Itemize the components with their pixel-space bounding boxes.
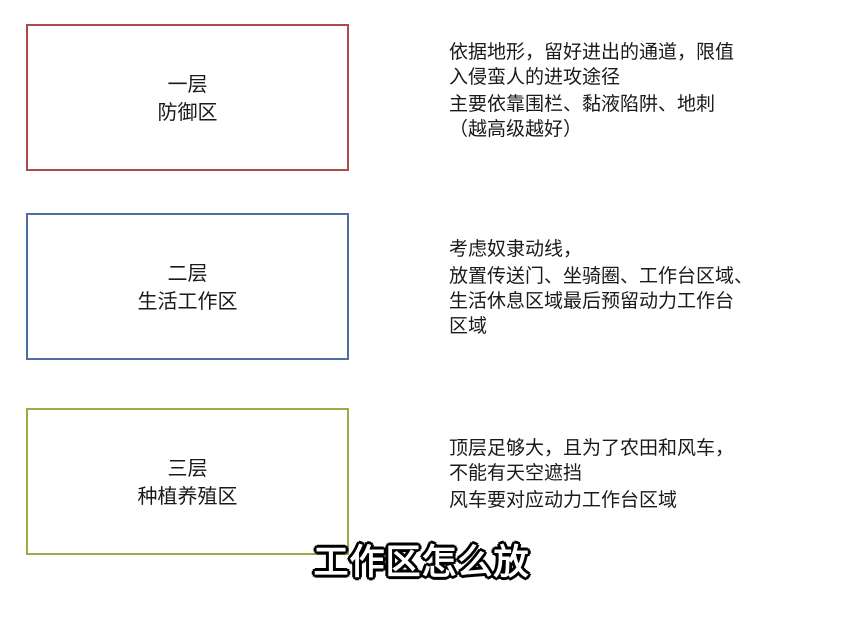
- layer-3-description: 顶层足够大，且为了农田和风车， 不能有天空遮挡 风车要对应动力工作台区域: [449, 436, 829, 513]
- layer-1-desc-line: 依据地形，留好进出的通道，限值: [449, 41, 735, 63]
- layer-1-box: 一层 防御区: [26, 24, 349, 171]
- layer-2-desc-line: 生活休息区域最后预留动力工作台: [449, 290, 735, 312]
- layer-3-box: 三层 种植养殖区: [26, 408, 349, 555]
- layer-2-description: 考虑奴隶动线， 放置传送门、坐骑圈、工作台区域、 生活休息区域最后预留动力工作台…: [449, 237, 829, 339]
- layer-1-desc-line: 主要依靠围栏、黏液陷阱、地刺: [449, 93, 716, 115]
- layer-3-title: 三层: [167, 455, 208, 480]
- video-subtitle: 工作区怎么放: [313, 543, 530, 583]
- layer-2-desc-line: 考虑奴隶动线，: [449, 238, 583, 260]
- layer-2-title: 二层: [167, 260, 208, 285]
- layer-2-box: 二层 生活工作区: [26, 213, 349, 360]
- layer-2-desc-line: 区域: [449, 315, 488, 337]
- layer-1-desc-line: （越高级越好）: [449, 118, 583, 140]
- layer-1-name: 防御区: [157, 99, 218, 124]
- layer-2-desc-line: 放置传送门、坐骑圈、工作台区域、: [449, 265, 754, 287]
- layer-1-description: 依据地形，留好进出的通道，限值 入侵蛮人的进攻途径 主要依靠围栏、黏液陷阱、地刺…: [449, 40, 829, 142]
- layer-1-title: 一层: [167, 71, 208, 96]
- layer-3-desc-line: 不能有天空遮挡: [449, 462, 583, 484]
- layer-3-desc-line: 顶层足够大，且为了农田和风车，: [449, 437, 735, 459]
- layer-2-name: 生活工作区: [137, 288, 238, 313]
- layer-3-name: 种植养殖区: [137, 483, 238, 508]
- layer-1-desc-line: 入侵蛮人的进攻途径: [449, 66, 621, 88]
- layer-3-desc-line: 风车要对应动力工作台区域: [449, 489, 678, 511]
